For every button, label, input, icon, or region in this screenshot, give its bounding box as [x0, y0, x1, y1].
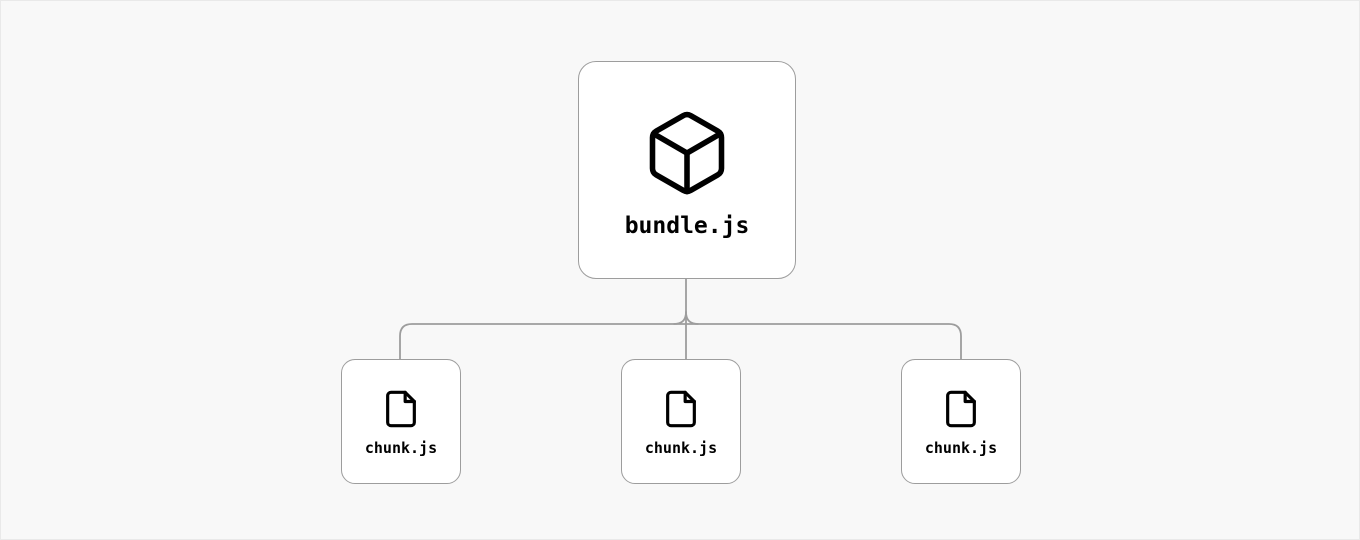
node-bundle[interactable]: bundle.js: [578, 61, 796, 279]
edge-bundle-to-chunk-3: [685, 323, 962, 360]
cube-icon: [641, 107, 733, 199]
node-chunk-2[interactable]: chunk.js: [621, 359, 741, 484]
file-icon: [661, 389, 701, 429]
edge-junction-fillet-left: [673, 311, 687, 325]
node-label: chunk.js: [924, 438, 998, 457]
edge-bundle-to-chunk-1: [399, 323, 687, 360]
node-label: chunk.js: [364, 438, 438, 457]
node-label: chunk.js: [644, 438, 718, 457]
node-chunk-3[interactable]: chunk.js: [901, 359, 1021, 484]
node-chunk-1[interactable]: chunk.js: [341, 359, 461, 484]
edge-junction-fillet-right: [685, 311, 699, 325]
node-label: bundle.js: [624, 213, 750, 239]
file-icon: [381, 389, 421, 429]
file-icon: [941, 389, 981, 429]
